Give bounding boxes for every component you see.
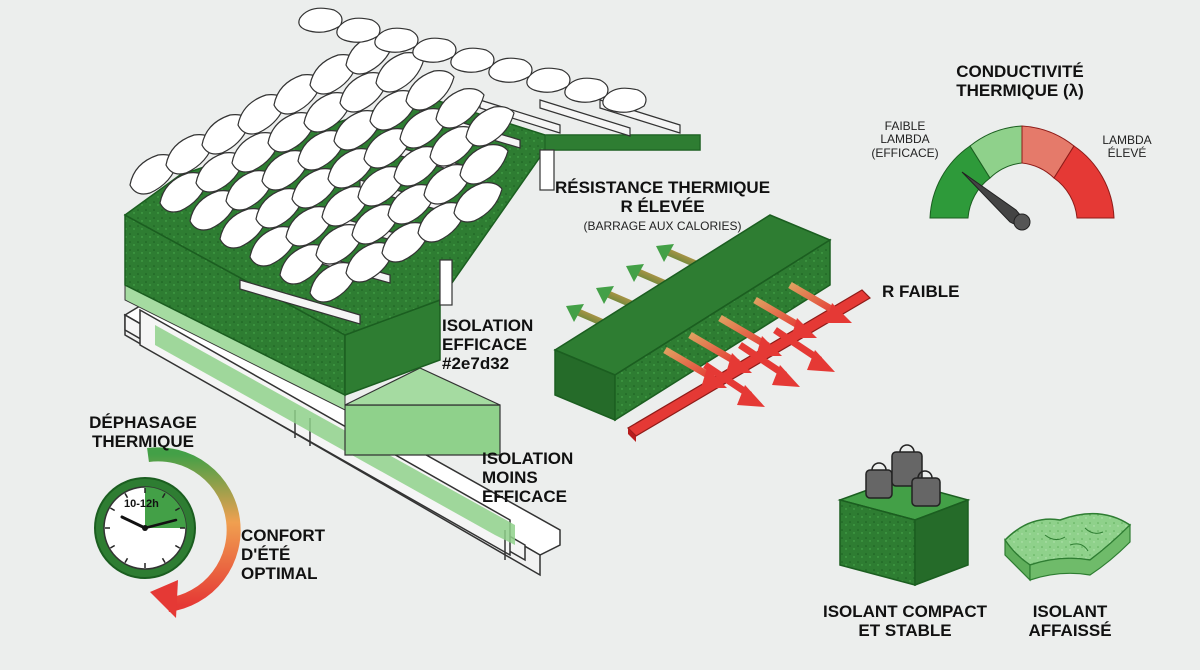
summer-comfort-label: CONFORT D'ÉTÉ OPTIMAL	[241, 526, 326, 584]
conductivity-gauge	[929, 125, 1115, 231]
ridge-tile	[526, 67, 571, 93]
heat-arrow	[718, 314, 782, 356]
gauge-high-label: LAMBDA ÉLEVÉ	[1102, 133, 1152, 161]
ridge-tile	[298, 7, 343, 33]
heat-arrow	[773, 327, 835, 372]
sagged-insulation-label: ISOLANT AFFAISSÉ	[1028, 602, 1112, 641]
less-effective-insulation-label: ISOLATION MOINS EFFICACE	[482, 449, 574, 507]
ridge-tile	[450, 47, 495, 73]
heat-arrow	[663, 346, 727, 388]
heat-arrow	[703, 362, 765, 407]
roof-tile	[435, 88, 485, 129]
roof-tile	[465, 106, 515, 147]
heat-arrow	[753, 296, 817, 338]
heat-arrow	[738, 342, 800, 387]
gauge-low-label: FAIBLE LAMBDA (EFFICACE)	[871, 119, 939, 160]
roof-tile	[453, 182, 503, 223]
ridge-tile	[564, 77, 609, 103]
heat-arrow	[788, 281, 852, 323]
weights-icon	[865, 444, 941, 507]
clock-arc-arrow	[147, 447, 241, 612]
resistance-subtitle: (BARRAGE AUX CALORIES)	[583, 219, 742, 233]
house-illustration	[123, 7, 701, 577]
ridge-tile	[602, 87, 647, 113]
r-low-label: R FAIBLE	[882, 282, 960, 301]
compact-insulation-block	[837, 444, 971, 587]
less-effective-insulation-layer	[155, 325, 515, 545]
ridge-tile	[488, 57, 533, 83]
roof-tiles	[129, 7, 647, 303]
phase-shift-clock	[94, 447, 241, 618]
roof-tile	[459, 144, 509, 185]
sagged-insulation-block	[1004, 512, 1132, 582]
resistance-diagram	[553, 214, 871, 442]
ridge-tile	[374, 27, 419, 53]
effective-insulation-label: ISOLATION EFFICACE #2e7d32	[442, 316, 534, 374]
phase-shift-label: DÉPHASAGE THERMIQUE	[89, 413, 197, 452]
heat-arrows-passing	[663, 281, 852, 407]
ridge-tile	[412, 37, 457, 63]
resistance-title: RÉSISTANCE THERMIQUE R ÉLEVÉE	[555, 178, 771, 217]
heat-arrow	[688, 331, 752, 373]
ridge-tile	[336, 17, 381, 43]
roof-tile	[405, 70, 455, 111]
conductivity-title: CONDUCTIVITÉ THERMIQUE (λ)	[956, 62, 1084, 101]
clock-time-label: 10-12h	[124, 498, 159, 510]
compact-insulation-label: ISOLANT COMPACT ET STABLE	[822, 602, 987, 641]
